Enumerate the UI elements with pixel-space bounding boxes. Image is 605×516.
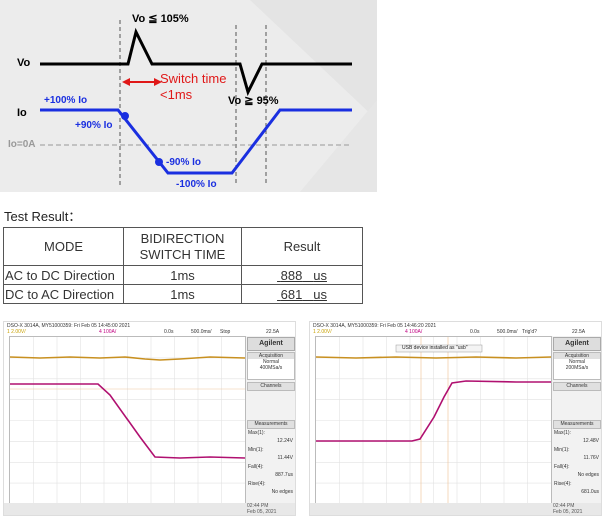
header-result: Result bbox=[241, 227, 363, 266]
scope2-sidepanel: Agilent Acquisition Normal 200MSa/s Chan… bbox=[552, 336, 601, 503]
vo-min-label: Vo ≧ 95% bbox=[228, 95, 279, 107]
scope2-meas-box: Measurements bbox=[553, 420, 601, 429]
header-mode: MODE bbox=[3, 227, 124, 266]
row-time: 1ms bbox=[123, 265, 242, 285]
scope1-status: Stop bbox=[220, 329, 231, 335]
row-result: 681 us bbox=[241, 284, 363, 304]
scope1-ch1-scale: 1 2.00V/ bbox=[7, 329, 26, 335]
scope2-topbar: DSO-X 3014A, MY51000359: Fri Feb 05 14:4… bbox=[310, 322, 601, 336]
agilent-logo: Agilent bbox=[247, 337, 295, 351]
io-minus90-marker bbox=[155, 158, 163, 166]
io-zero-label: Io=0A bbox=[8, 139, 36, 150]
switch-time-value: <1ms bbox=[160, 87, 193, 102]
oscilloscope-capture-2: DSO-X 3014A, MY51000359: Fri Feb 05 14:4… bbox=[309, 321, 602, 516]
plus100-label: +100% Io bbox=[44, 95, 88, 106]
row-mode: AC to DC Direction bbox=[3, 265, 124, 285]
vo-waveform bbox=[40, 27, 352, 97]
row-result-value: 888 us bbox=[280, 267, 327, 283]
row-mode: DC to AC Direction bbox=[3, 284, 124, 304]
io-90-marker bbox=[121, 112, 129, 120]
scope2-plot bbox=[315, 337, 552, 504]
scope1-acq-box: Acquisition Normal 400MSa/s bbox=[247, 352, 295, 380]
scope1-channels-box: Channels bbox=[247, 382, 295, 391]
agilent-logo: Agilent bbox=[553, 337, 601, 351]
scope1-display bbox=[9, 336, 246, 505]
scope2-t0: 0.0s bbox=[470, 329, 480, 335]
scope2-bottombar: 02:44 PM Feb 05, 2021 bbox=[310, 503, 601, 515]
vo-label: Vo bbox=[17, 57, 31, 69]
scope1-t0: 0.0s bbox=[164, 329, 174, 335]
diagram-svg bbox=[40, 0, 377, 192]
switch-time-label: Switch time bbox=[160, 71, 227, 86]
plus90-label: +90% Io bbox=[75, 120, 113, 131]
row-result: 888 us bbox=[241, 265, 363, 285]
scope2-header: DSO-X 3014A, MY51000359: Fri Feb 05 14:4… bbox=[313, 323, 437, 329]
table-row: DC to AC Direction 1ms 681 us bbox=[3, 284, 363, 304]
oscilloscope-capture-1: DSO-X 3014A, MY51000359: Fri Feb 05 14:4… bbox=[3, 321, 296, 516]
scope1-ch4-trace bbox=[10, 383, 246, 459]
scope1-plot bbox=[9, 337, 246, 504]
scope2-ch4-scale: 4 100A/ bbox=[405, 329, 423, 335]
io-waveform bbox=[40, 108, 352, 175]
test-result-heading: Test Result： bbox=[4, 209, 82, 224]
scope2-status: Trig'd? bbox=[522, 329, 537, 335]
scope1-trigger: 22.5A bbox=[266, 329, 280, 335]
scope1-header: DSO-X 3014A, MY51000359: Fri Feb 05 14:4… bbox=[7, 323, 131, 329]
scope1-ch1-trace bbox=[9, 356, 246, 361]
scope1-meas-box: Measurements bbox=[247, 420, 295, 429]
table-row: AC to DC Direction 1ms 888 us bbox=[3, 265, 363, 285]
scope2-ch4-trace-orange bbox=[315, 356, 552, 359]
row-time: 1ms bbox=[123, 284, 242, 304]
vo-max-label: Vo ≦ 105% bbox=[132, 13, 189, 25]
scope1-topbar: DSO-X 3014A, MY51000359: Fri Feb 05 14:4… bbox=[4, 322, 295, 336]
io-label: Io bbox=[17, 107, 27, 119]
scope1-bottombar: 02:44 PM Feb 05, 2021 bbox=[4, 503, 295, 515]
scope2-timebase: 500.0ms/ bbox=[497, 329, 518, 335]
switch-time-diagram: Vo ≦ 105% Vo Vo ≧ 95% Switch time <1ms +… bbox=[0, 0, 377, 192]
row-result-value: 681 us bbox=[280, 286, 327, 302]
scope2-ch4-trace bbox=[316, 380, 551, 442]
scope2-ch1-scale: 1 2.00V/ bbox=[313, 329, 332, 335]
scope2-display: USB device installed as "usb" bbox=[315, 336, 552, 505]
scope1-timebase: 500.0ms/ bbox=[191, 329, 212, 335]
scope2-trigger: 22.5A bbox=[572, 329, 586, 335]
minus90-label: -90% Io bbox=[166, 157, 202, 168]
minus100-label: -100% Io bbox=[176, 179, 217, 190]
scope2-popup: USB device installed as "usb" bbox=[402, 345, 468, 351]
scope1-sidepanel: Agilent Acquisition Normal 400MSa/s Chan… bbox=[246, 336, 295, 503]
scope1-ch4-scale: 4 100A/ bbox=[99, 329, 117, 335]
scope2-channels-box: Channels bbox=[553, 382, 601, 391]
scope2-acq-box: Acquisition Normal 200MSa/s bbox=[553, 352, 601, 380]
